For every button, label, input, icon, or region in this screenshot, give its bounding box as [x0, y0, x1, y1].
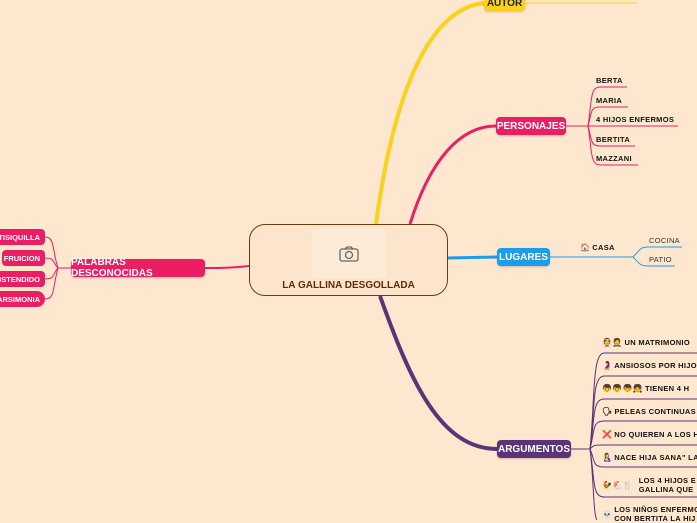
argumento-text: NACE HIJA SANA" LA — [614, 453, 697, 462]
lugar-casa[interactable]: 🏠CASA — [580, 243, 615, 252]
palabra-item[interactable]: PARSIMONIA — [0, 291, 45, 307]
bride-groom-icon: 👰🤵 — [602, 338, 623, 347]
pregnant-icon: 🤰 — [602, 361, 613, 370]
personaje-item[interactable]: BERTITA — [596, 135, 631, 144]
argumento-text: LOS NIÑOS ENFERMO — [614, 505, 697, 514]
personajes-label: PERSONAJES — [496, 120, 566, 132]
argumento-item[interactable]: 👦👦👦👧TIENEN 4 H — [602, 384, 689, 393]
cross-mark-icon: ❌ — [602, 430, 613, 439]
lugar-item[interactable]: PATIO — [649, 255, 672, 264]
lugar-item[interactable]: COCINA — [649, 236, 680, 245]
argumento-text: TIENEN 4 H — [645, 384, 690, 393]
central-title: LA GALLINA DESGOLLADA — [282, 280, 415, 291]
topic-autor[interactable]: AUTOR — [484, 0, 525, 11]
argumento-text: ANSIOSOS POR HIJO — [614, 361, 697, 370]
topic-palabras-desconocidas[interactable]: PALABRAS DESCONOCIDAS — [71, 257, 205, 279]
personaje-item[interactable]: BERTA — [596, 76, 623, 85]
argumento-text: GALLINA QUE — [638, 485, 694, 494]
skull-icon: 💀 — [602, 509, 613, 519]
central-topic[interactable]: LA GALLINA DESGOLLADA — [249, 224, 448, 296]
camera-icon — [339, 245, 359, 262]
speaking-head-icon: 🗣 — [602, 407, 613, 416]
breastfeeding-icon: 🤱 — [602, 453, 613, 462]
topic-lugares[interactable]: LUGARES — [497, 248, 550, 266]
argumento-text: CON BERTITA LA HIJ — [614, 514, 696, 523]
argumento-item[interactable]: ❌NO QUIEREN A LOS H — [602, 430, 697, 439]
argumento-text: UN MATRIMONIO — [624, 338, 690, 347]
casa-label: CASA — [592, 243, 615, 252]
lugares-label: LUGARES — [499, 251, 548, 263]
palabra-item[interactable]: TISIQUILLA — [0, 229, 45, 245]
argumento-item[interactable]: 🗣PELEAS CONTINUAS — [602, 407, 696, 416]
personaje-item[interactable]: 4 HIJOS ENFERMOS — [596, 115, 675, 124]
topic-personajes[interactable]: PERSONAJES — [496, 117, 566, 135]
palabra-item[interactable]: DISTENDIDO — [0, 271, 45, 287]
children-icon: 👦👦👦👧 — [602, 384, 644, 393]
argumento-item[interactable]: 👰🤵UN MATRIMONIO — [602, 338, 690, 347]
personaje-item[interactable]: MARIA — [596, 96, 623, 105]
argumento-text: NO QUIEREN A LOS H — [614, 430, 697, 439]
argumentos-label: ARGUMENTOS — [497, 443, 571, 455]
argumento-item[interactable]: 🤱NACE HIJA SANA" LA — [602, 453, 697, 462]
house-icon: 🏠 — [580, 243, 591, 252]
topic-argumentos[interactable]: ARGUMENTOS — [497, 440, 571, 458]
image-placeholder[interactable] — [312, 229, 386, 278]
argumento-text: PELEAS CONTINUAS — [614, 407, 696, 416]
autor-label: AUTOR — [486, 0, 523, 9]
argumento-text: LOS 4 HIJOS E — [638, 476, 697, 485]
chicken-icon: 🐓🐔🍴 — [602, 480, 633, 490]
palabras-label: PALABRAS DESCONOCIDAS — [71, 257, 153, 279]
argumento-item[interactable]: 🤰ANSIOSOS POR HIJO — [602, 361, 697, 370]
palabra-item[interactable]: FRUICION — [2, 250, 45, 266]
personaje-item[interactable]: MAZZANI — [596, 154, 632, 163]
